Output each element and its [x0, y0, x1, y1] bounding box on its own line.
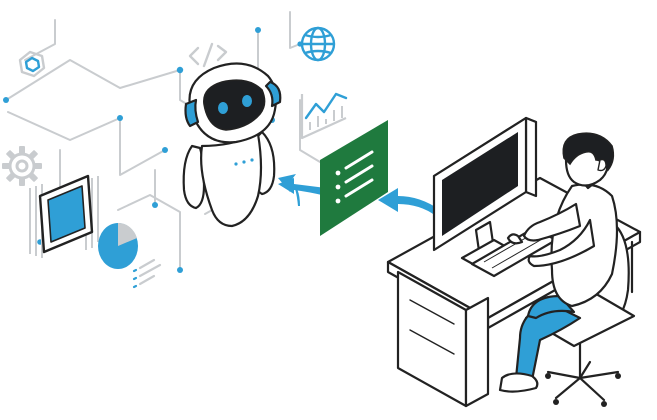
arrow-icon — [278, 174, 326, 206]
gear-icon — [2, 146, 42, 186]
person-icon — [498, 132, 619, 393]
globe-icon — [300, 26, 336, 62]
arrow-icon — [378, 188, 440, 216]
code-icon — [188, 42, 228, 68]
document-icon — [320, 120, 388, 236]
hexagon-icon — [18, 50, 46, 78]
list-icon — [132, 258, 162, 289]
line-chart-icon — [300, 92, 348, 140]
robot-icon — [182, 62, 282, 228]
pie-chart-icon — [98, 222, 138, 269]
chip-icon — [29, 174, 99, 258]
